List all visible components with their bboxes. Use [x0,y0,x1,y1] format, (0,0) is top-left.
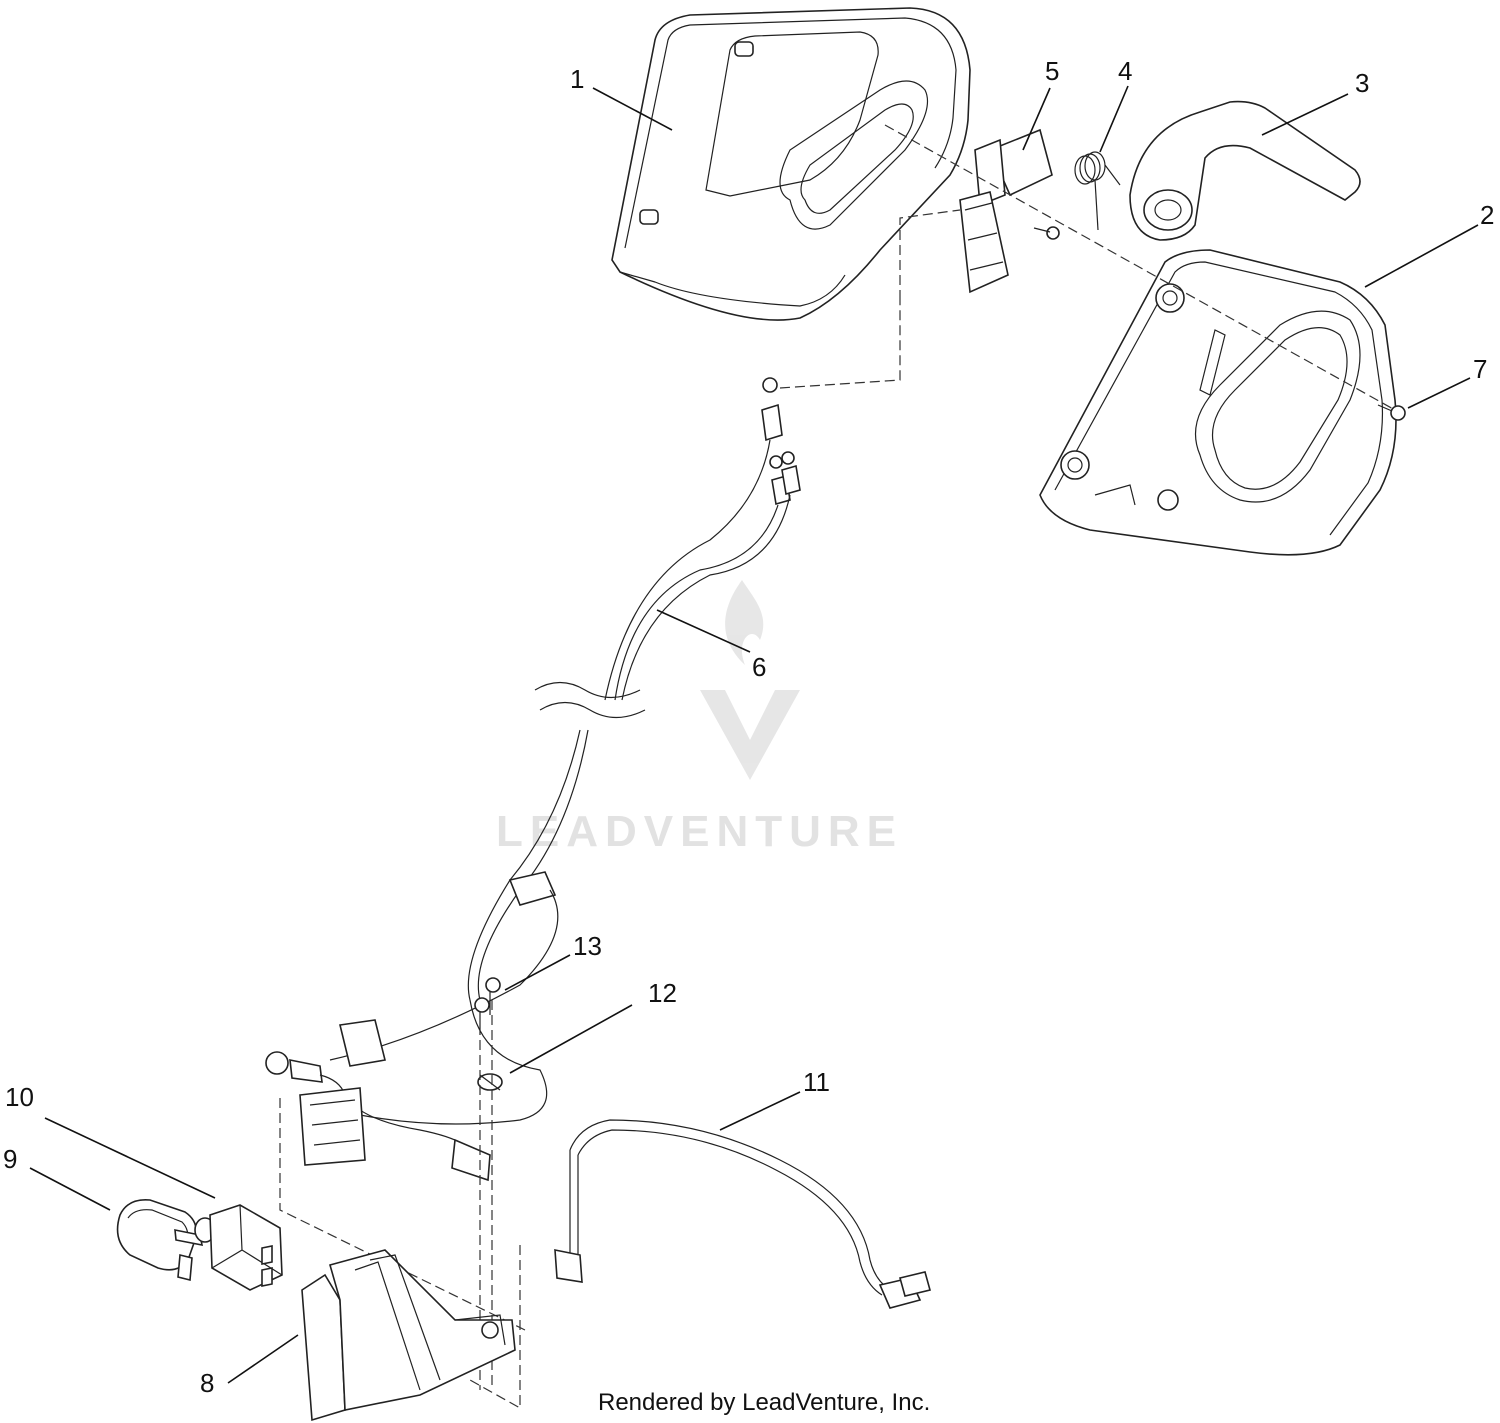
part-10-switch [194,1204,283,1291]
callout-10: 10 [5,1082,34,1112]
part-9-key [116,1198,204,1282]
callout-8: 8 [200,1368,214,1398]
assembly-lines-top [779,124,1396,411]
part-12-clip [477,1073,503,1091]
callout-11: 11 [803,1067,830,1097]
callout-4: 4 [1118,56,1132,86]
part-1-cover [611,7,971,321]
part-5-bracket [959,128,1060,294]
part-13-screws [474,977,501,1035]
callout-5: 5 [1045,56,1059,86]
part-7-screw [1377,404,1406,421]
part-2-housing [1039,249,1397,556]
callouts: 1 2 3 4 5 6 7 8 9 10 11 12 13 [3,56,1494,1398]
part-11-wire [554,1119,931,1309]
watermark-text: LEADVENTURE [496,807,903,856]
part-6-harness [265,377,801,1182]
callout-9: 9 [3,1144,17,1174]
part-8-base [301,1249,516,1422]
footer-credit: Rendered by LeadVenture, Inc. [598,1389,930,1416]
callout-13: 13 [573,931,602,961]
callout-12: 12 [648,978,677,1008]
part-3-lever [1129,100,1361,241]
callout-7: 7 [1473,354,1487,384]
callout-6: 6 [752,652,766,682]
watermark-logo [700,580,800,780]
leader-lines [29,85,1479,1384]
callout-3: 3 [1355,68,1369,98]
part-4-spring [1074,151,1121,231]
callout-2: 2 [1480,200,1494,230]
callout-1: 1 [570,64,584,94]
